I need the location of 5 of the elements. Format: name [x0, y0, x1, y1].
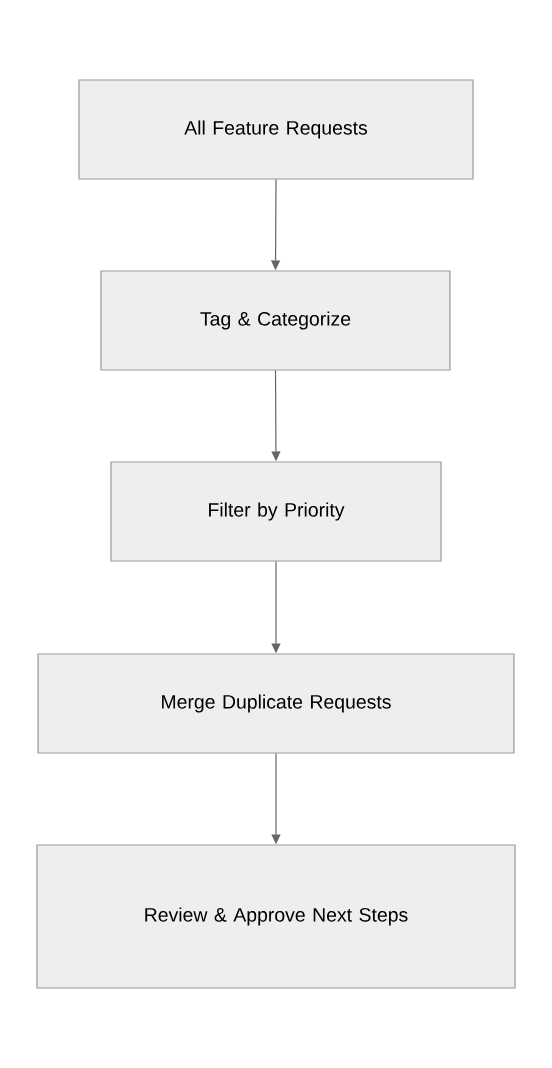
process-box: Merge Duplicate Requests	[37, 653, 515, 754]
process-box: All Feature Requests	[78, 79, 474, 180]
process-box: Tag & Categorize	[100, 270, 451, 371]
process-box: Review & Approve Next Steps	[36, 844, 516, 989]
process-box: Filter by Priority	[110, 461, 442, 562]
